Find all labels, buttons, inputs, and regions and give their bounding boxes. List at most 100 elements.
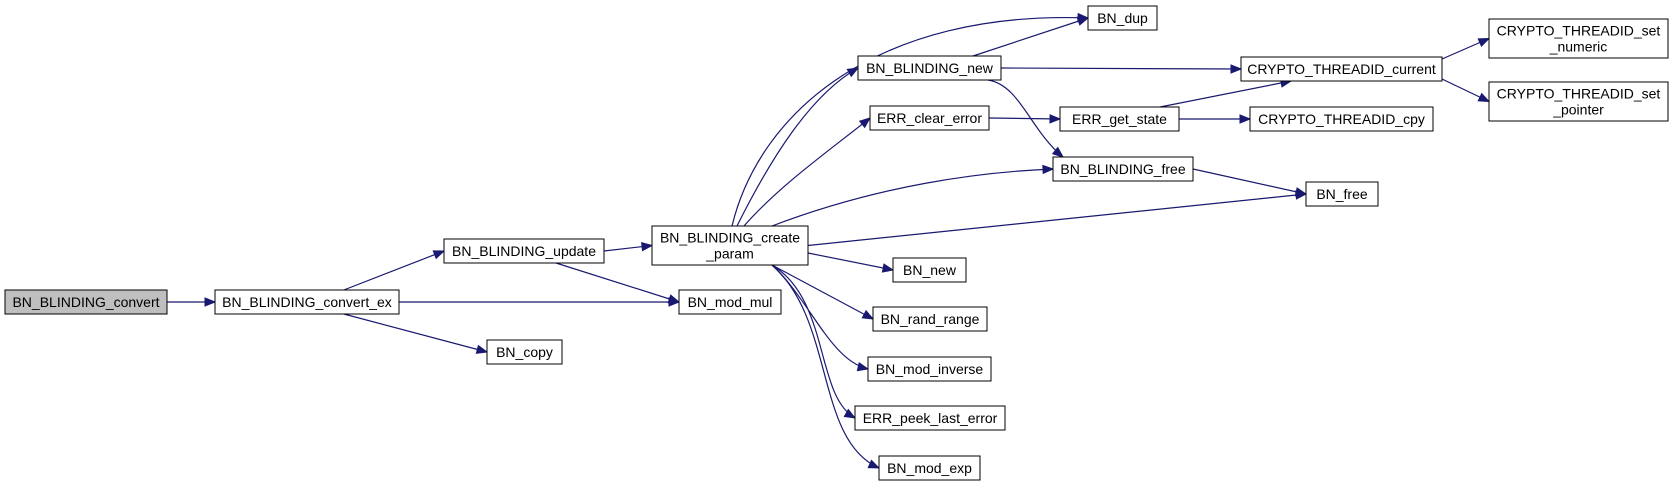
edge-line (1000, 67, 1242, 70)
edge-line (988, 117, 1061, 120)
function-nodes: BN_BLINDING_convert BN_BLINDING_convert_e… (4, 5, 1669, 481)
node-box (1249, 106, 1434, 132)
edge-blinding_new-to-dup (972, 16, 1090, 57)
node-box (867, 356, 992, 382)
node-label: _pointer (1552, 102, 1604, 118)
edge-create_param-to-rand_range (771, 264, 875, 320)
edge-convert_ex-to-copy (343, 313, 489, 354)
edge-line (343, 313, 488, 353)
node-box (486, 339, 563, 365)
node-label: _numeric (1549, 39, 1608, 55)
edge-line (807, 193, 1307, 247)
edge-threadid_current-to-threadid_set_pointer (1441, 78, 1491, 103)
edge-line (807, 252, 894, 271)
node-label: BN_dup (1097, 10, 1148, 26)
edge-line (972, 17, 1089, 57)
edge-arrowhead (856, 361, 870, 372)
edge-create_param-to-bn_new (807, 252, 895, 273)
node-label: ERR_clear_error (877, 110, 982, 126)
node-copy[interactable]: BN_copy (486, 339, 563, 365)
node-box (892, 257, 967, 283)
edge-arrowhead (1230, 64, 1243, 74)
edge-arrowhead (1477, 92, 1491, 103)
node-label: BN_BLINDING_create (660, 230, 800, 246)
edge-convert_ex-to-update (343, 250, 446, 291)
node-box (854, 405, 1006, 431)
edge-create_param-to-blinding_free (771, 164, 1055, 227)
edge-convert-to-convert_ex (167, 297, 217, 307)
edge-arrowhead (667, 294, 681, 304)
node-err-clear[interactable]: ERR_clear_error (869, 105, 990, 131)
node-convert-ex[interactable]: BN_BLINDING_convert_ex (214, 289, 400, 315)
edge-create_param-to-blinding_new (736, 67, 860, 227)
node-threadid-set-pointer[interactable]: CRYPTO_THREADID_set_pointer (1488, 81, 1669, 122)
edge-line (731, 16, 1089, 227)
node-box (872, 306, 988, 332)
node-create-param[interactable]: BN_BLINDING_create_param (651, 225, 809, 266)
edge-line (771, 168, 1054, 227)
node-label: CRYPTO_THREADID_current (1247, 61, 1436, 77)
node-update[interactable]: BN_BLINDING_update (443, 238, 605, 264)
node-err-peek[interactable]: ERR_peek_last_error (854, 405, 1006, 431)
node-bn-new[interactable]: BN_new (892, 257, 967, 283)
node-box (1305, 181, 1379, 207)
edge-arrowhead (1239, 114, 1252, 124)
node-rand-range[interactable]: BN_rand_range (872, 306, 988, 332)
edge-arrowhead (846, 67, 860, 78)
node-label: BN_new (903, 262, 957, 278)
node-label: BN_copy (496, 344, 553, 360)
node-bn-free[interactable]: BN_free (1305, 181, 1379, 207)
edge-create_param-to-err_peek (771, 264, 857, 419)
node-blinding-new[interactable]: BN_BLINDING_new (857, 55, 1002, 81)
edge-arrowhead (867, 459, 881, 469)
node-box (1488, 18, 1669, 59)
edge-threadid_current-to-threadid_set_numeric (1441, 37, 1491, 60)
node-mod-exp[interactable]: BN_mod_exp (878, 455, 981, 481)
edge-blinding_free-to-bn_free (1192, 168, 1308, 197)
node-box (1488, 81, 1669, 122)
node-label: BN_mod_mul (688, 294, 773, 310)
node-dup[interactable]: BN_dup (1087, 5, 1158, 31)
edge-line (1159, 80, 1292, 108)
call-edges (167, 12, 1491, 469)
edge-arrowhead (475, 344, 489, 354)
node-threadid-current[interactable]: CRYPTO_THREADID_current (1240, 56, 1443, 82)
node-blinding-free[interactable]: BN_BLINDING_free (1052, 156, 1194, 182)
node-label: BN_BLINDING_convert (12, 294, 159, 310)
edge-line (771, 264, 874, 320)
node-box (4, 289, 168, 315)
node-label: CRYPTO_THREADID_set (1497, 86, 1661, 102)
node-label: CRYPTO_THREADID_cpy (1258, 111, 1425, 127)
edge-arrowhead (641, 241, 654, 252)
edge-arrowhead (1049, 114, 1062, 124)
node-mod-inverse[interactable]: BN_mod_inverse (867, 356, 992, 382)
edge-arrowhead (204, 297, 217, 307)
edge-line (771, 264, 856, 419)
node-err-get-state[interactable]: ERR_get_state (1059, 106, 1180, 132)
edge-line (343, 250, 445, 291)
node-mod-mul[interactable]: BN_mod_mul (678, 289, 782, 315)
edge-arrowhead (1051, 146, 1065, 158)
edge-convert_ex-to-mod_mul (399, 297, 681, 307)
edge-line (1192, 168, 1307, 195)
node-label: _param (705, 246, 753, 262)
edge-update-to-create_param (603, 241, 654, 252)
edge-create_param-to-err_clear (743, 117, 872, 227)
edge-blinding_new-to-threadid_current (1000, 64, 1243, 74)
node-box (651, 225, 809, 266)
node-label: BN_BLINDING_new (866, 60, 994, 76)
node-label: BN_mod_inverse (876, 361, 984, 377)
node-box (214, 289, 400, 315)
edge-line (736, 67, 859, 227)
node-label: BN_BLINDING_free (1060, 161, 1185, 177)
edge-arrowhead (1042, 164, 1055, 175)
node-box (878, 455, 981, 481)
node-label: BN_mod_exp (887, 460, 972, 476)
node-convert[interactable]: BN_BLINDING_convert (4, 289, 168, 315)
edge-err_get_state-to-threadid_current (1159, 78, 1293, 108)
edge-line (555, 262, 680, 303)
edge-blinding_new-to-blinding_free (987, 79, 1065, 158)
node-threadid-cpy[interactable]: CRYPTO_THREADID_cpy (1249, 106, 1434, 132)
edge-arrowhead (843, 408, 857, 419)
node-threadid-set-numeric[interactable]: CRYPTO_THREADID_set_numeric (1488, 18, 1669, 59)
